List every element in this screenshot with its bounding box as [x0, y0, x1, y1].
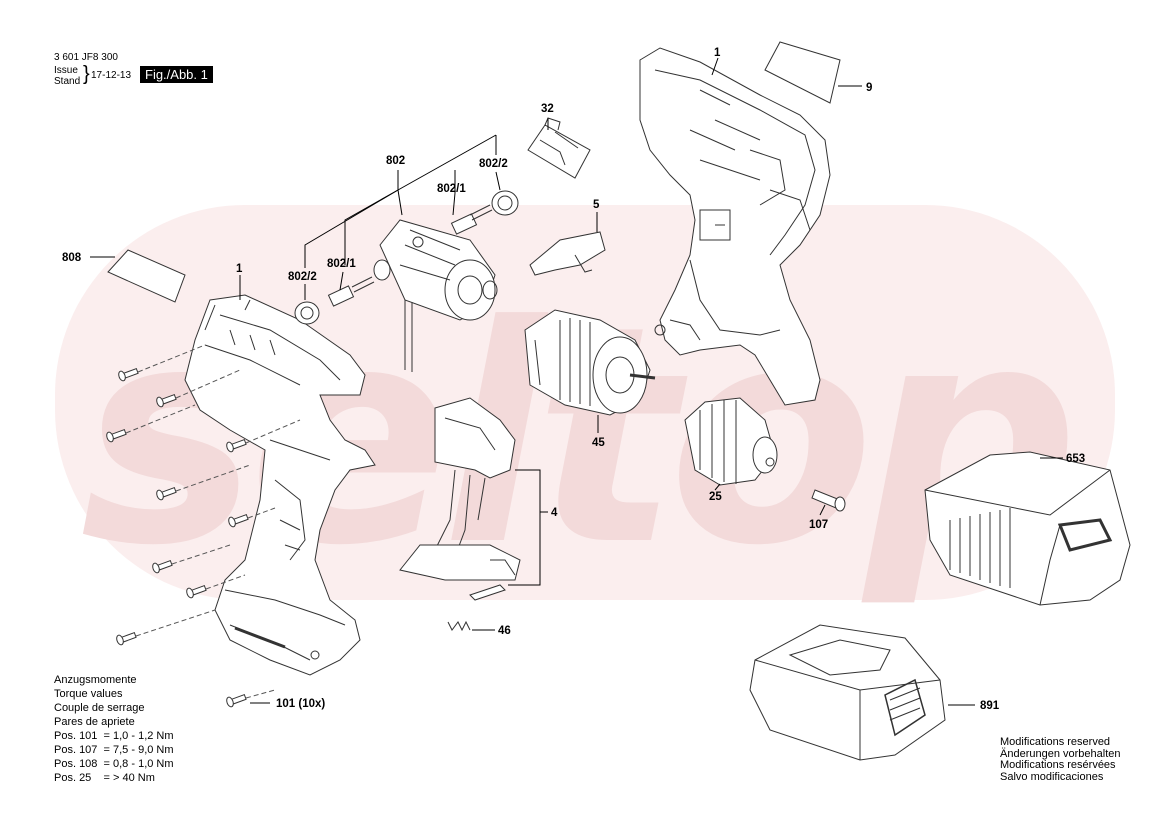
- figure-label: Fig./Abb. 1: [140, 66, 213, 83]
- torque-values: Anzugsmomente Torque values Couple de se…: [54, 673, 174, 785]
- screw: [228, 514, 249, 528]
- label-5: 5: [593, 199, 600, 211]
- screw: [118, 368, 139, 382]
- torque-line: Pares de apriete: [54, 716, 135, 728]
- torque-line: Pos. 107 = 7,5 - 9,0 Nm: [54, 744, 174, 756]
- stand-label: Stand: [54, 76, 81, 87]
- housing-half-right: [639, 47, 831, 406]
- screw: [186, 585, 207, 599]
- label-101: 101 (10x): [276, 698, 325, 710]
- label-107: 107: [809, 519, 828, 531]
- brush-cap-802-2-left: [294, 301, 320, 325]
- part-labels: 1 9 32 802 802/2 802/1 808 1 802/1 802/2…: [62, 47, 1085, 712]
- charger-653: [924, 451, 1131, 606]
- carbon-brush-802-1-left: [327, 276, 375, 307]
- torque-line: Pos. 25 = > 40 Nm: [54, 772, 155, 784]
- label-9: 9: [866, 82, 872, 94]
- label-4: 4: [551, 507, 558, 519]
- label-32: 32: [541, 103, 554, 115]
- brush-cap-802-2-top: [491, 190, 519, 216]
- label-45: 45: [592, 437, 605, 449]
- carbon-brush-802-1-top: [450, 204, 493, 235]
- label-sticker-808: [107, 249, 186, 303]
- screws-101: [106, 368, 249, 708]
- label-808: 808: [62, 252, 82, 264]
- switch-cover-32: [527, 117, 591, 179]
- torque-line: Torque values: [54, 688, 123, 700]
- label-802-2-left: 802/2: [288, 271, 317, 283]
- issue-label: Issue: [54, 65, 78, 76]
- modifications-line: Modifications reserved: [1000, 736, 1111, 748]
- label-25: 25: [709, 491, 722, 503]
- gearbox-45: [524, 309, 656, 416]
- issue-date: 17-12-13: [91, 70, 132, 81]
- screw: [152, 560, 173, 574]
- direction-switch-5: [529, 231, 606, 276]
- battery-891: [749, 624, 946, 761]
- modifications-line: Änderungen vorbehalten: [1000, 747, 1121, 760]
- label-802-1-left: 802/1: [327, 258, 356, 270]
- label-1-top: 1: [714, 47, 721, 59]
- label-46: 46: [498, 625, 511, 637]
- label-802-1-top: 802/1: [437, 183, 466, 195]
- screw: [226, 439, 247, 453]
- leader-lines: [90, 57, 1063, 706]
- screw: [116, 632, 137, 646]
- label-1-left: 1: [236, 263, 243, 275]
- screw: [106, 429, 127, 443]
- label-802-2-top: 802/2: [479, 158, 508, 170]
- modifications-note: Modifications reserved Änderungen vorbeh…: [1000, 736, 1121, 783]
- label-653: 653: [1066, 453, 1085, 465]
- chuck-25: [684, 397, 778, 486]
- chuck-screw-107: [811, 489, 846, 512]
- switch-module-4: [399, 397, 521, 601]
- modifications-line: Salvo modificaciones: [1000, 770, 1104, 783]
- label-891: 891: [980, 700, 1000, 712]
- screw: [226, 694, 247, 708]
- torque-line: Couple de serrage: [54, 702, 145, 714]
- screw: [156, 487, 177, 501]
- screw: [156, 394, 177, 408]
- torque-line: Pos. 108 = 0,8 - 1,0 Nm: [54, 758, 174, 770]
- spring-46: [447, 620, 471, 632]
- doc-number: 3 601 JF8 300: [54, 52, 118, 63]
- brace: }: [83, 63, 90, 85]
- label-802: 802: [386, 155, 405, 167]
- label-sticker-9: [764, 41, 841, 104]
- torque-line: Pos. 101 = 1,0 - 1,2 Nm: [54, 730, 174, 742]
- torque-line: Anzugsmomente: [54, 674, 137, 686]
- alignment-lines: [125, 344, 301, 699]
- modifications-line: Modifications resérvées: [1000, 759, 1116, 771]
- motor-802: [373, 219, 498, 372]
